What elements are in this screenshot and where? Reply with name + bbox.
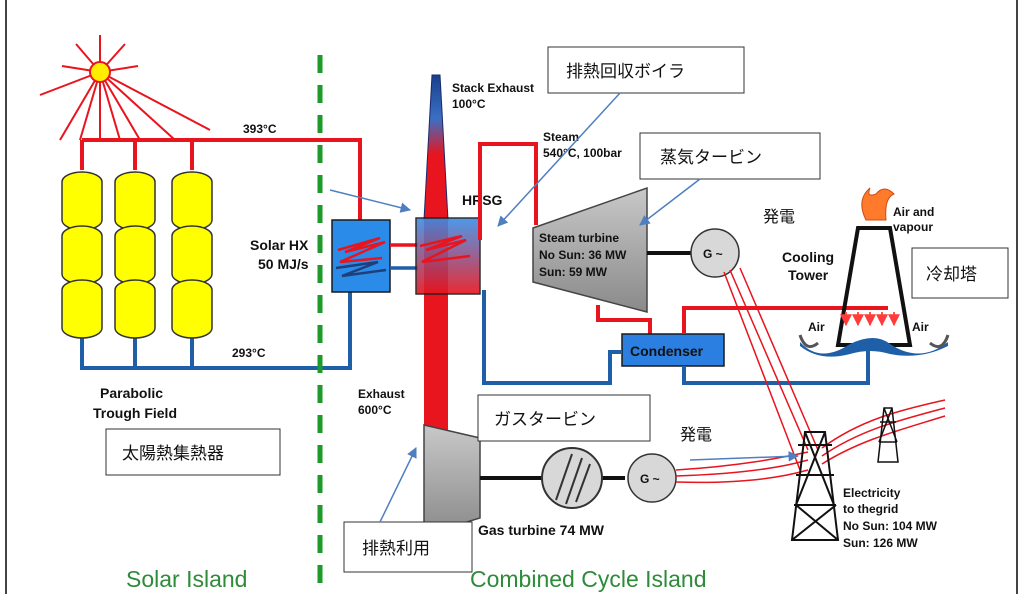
callout-cooling-tower-text: 冷却塔 xyxy=(926,265,977,284)
power-to-grid-arrow xyxy=(689,451,800,462)
condenser-hot-loop xyxy=(682,306,888,334)
exhaust-label-1: Exhaust xyxy=(358,387,405,401)
steam-turbine-label-3: Sun: 59 MW xyxy=(539,265,608,279)
feedwater-line xyxy=(482,290,622,385)
callout-gas-turbine-text: ガスタービン xyxy=(494,410,596,429)
callout-solar-collector: 太陽熱集熱器 xyxy=(105,428,281,476)
steam-label-2: 540°C, 100bar xyxy=(543,146,622,160)
steam-generator xyxy=(690,228,740,278)
parabolic-label-1: Parabolic xyxy=(100,385,163,401)
condenser-label: Condenser xyxy=(630,343,704,359)
callout-hrsg-text: 排熱回収ボイラ xyxy=(566,62,685,81)
solar-hot-pipe xyxy=(80,138,362,225)
electricity-label-2: to thegrid xyxy=(843,502,898,516)
steam-turbine xyxy=(532,186,648,313)
cooling-tower-label-2: Tower xyxy=(788,267,829,283)
compressor-icon xyxy=(541,447,603,509)
exhaust-label-2: 600°C xyxy=(358,403,392,417)
air-vapour-label-1: Air and xyxy=(893,205,934,219)
hrsg-unit xyxy=(415,217,481,295)
turbine-to-condenser xyxy=(596,305,652,340)
solar-hx-label-2: 50 MJ/s xyxy=(258,256,309,272)
condenser-cold-loop xyxy=(682,345,870,385)
steam-label-1: Steam xyxy=(543,130,579,144)
transmission-tower-icon xyxy=(790,431,840,541)
callout-solar-collector-text: 太陽熱集熱器 xyxy=(122,444,224,463)
solar-heat-exchanger xyxy=(331,219,391,293)
callout-gas-turbine: ガスタービン xyxy=(477,394,651,442)
gas-generator xyxy=(627,453,677,503)
steam-turbine-label-1: Steam turbine xyxy=(539,231,619,245)
callout-cooling-tower: 冷却塔 xyxy=(911,247,1009,299)
cold-temp-label: 293°C xyxy=(232,346,266,360)
sun-icon xyxy=(39,35,211,141)
hot-temp-label: 393°C xyxy=(243,122,277,136)
callout-heat-use: 排熱利用 xyxy=(343,447,473,573)
generator-label-2: G ~ xyxy=(640,472,660,486)
gas-turbine-label: Gas turbine 74 MW xyxy=(478,522,605,538)
combined-cycle-island-label: Combined Cycle Island xyxy=(470,566,707,592)
air-vapour-label-2: vapour xyxy=(893,220,933,234)
solar-island-label: Solar Island xyxy=(126,566,247,592)
power-generation-label-1: 発電 xyxy=(763,208,795,226)
stack-exhaust-label-1: Stack Exhaust xyxy=(452,81,534,95)
cooling-tower-label-1: Cooling xyxy=(782,249,834,265)
vapour-plume-icon xyxy=(861,187,895,221)
generator-label-1: G ~ xyxy=(703,247,723,261)
callout-heat-use-text: 排熱利用 xyxy=(362,539,430,558)
callout-steam-turbine: 蒸気タービン xyxy=(639,132,821,226)
collector-column-1 xyxy=(61,171,103,339)
parabolic-trough-field xyxy=(61,171,213,339)
hrsg-label: HRSG xyxy=(462,192,503,208)
callout-hrsg: 排熱回収ボイラ xyxy=(497,46,745,227)
power-generation-label-2: 発電 xyxy=(680,426,712,444)
electricity-label-1: Electricity xyxy=(843,486,901,500)
callout-steam-turbine-text: 蒸気タービン xyxy=(660,148,762,167)
hx-to-hrsg-arrow xyxy=(329,189,412,213)
steam-turbine-label-2: No Sun: 36 MW xyxy=(539,248,627,262)
electricity-label-4: Sun: 126 MW xyxy=(843,536,918,550)
air-right-label: Air xyxy=(912,320,929,334)
solar-hx-label-1: Solar HX xyxy=(250,237,309,253)
stack-exhaust-label-2: 100°C xyxy=(452,97,486,111)
air-left-label: Air xyxy=(808,320,825,334)
collector-column-3 xyxy=(171,171,213,339)
electricity-label-3: No Sun: 104 MW xyxy=(843,519,938,533)
power-lines xyxy=(675,267,946,484)
condenser xyxy=(621,333,725,367)
gas-turbine xyxy=(423,424,481,537)
collector-column-2 xyxy=(114,171,156,339)
cooling-tower xyxy=(798,226,950,357)
transmission-tower-far-icon xyxy=(877,407,899,463)
parabolic-label-2: Trough Field xyxy=(93,405,177,421)
